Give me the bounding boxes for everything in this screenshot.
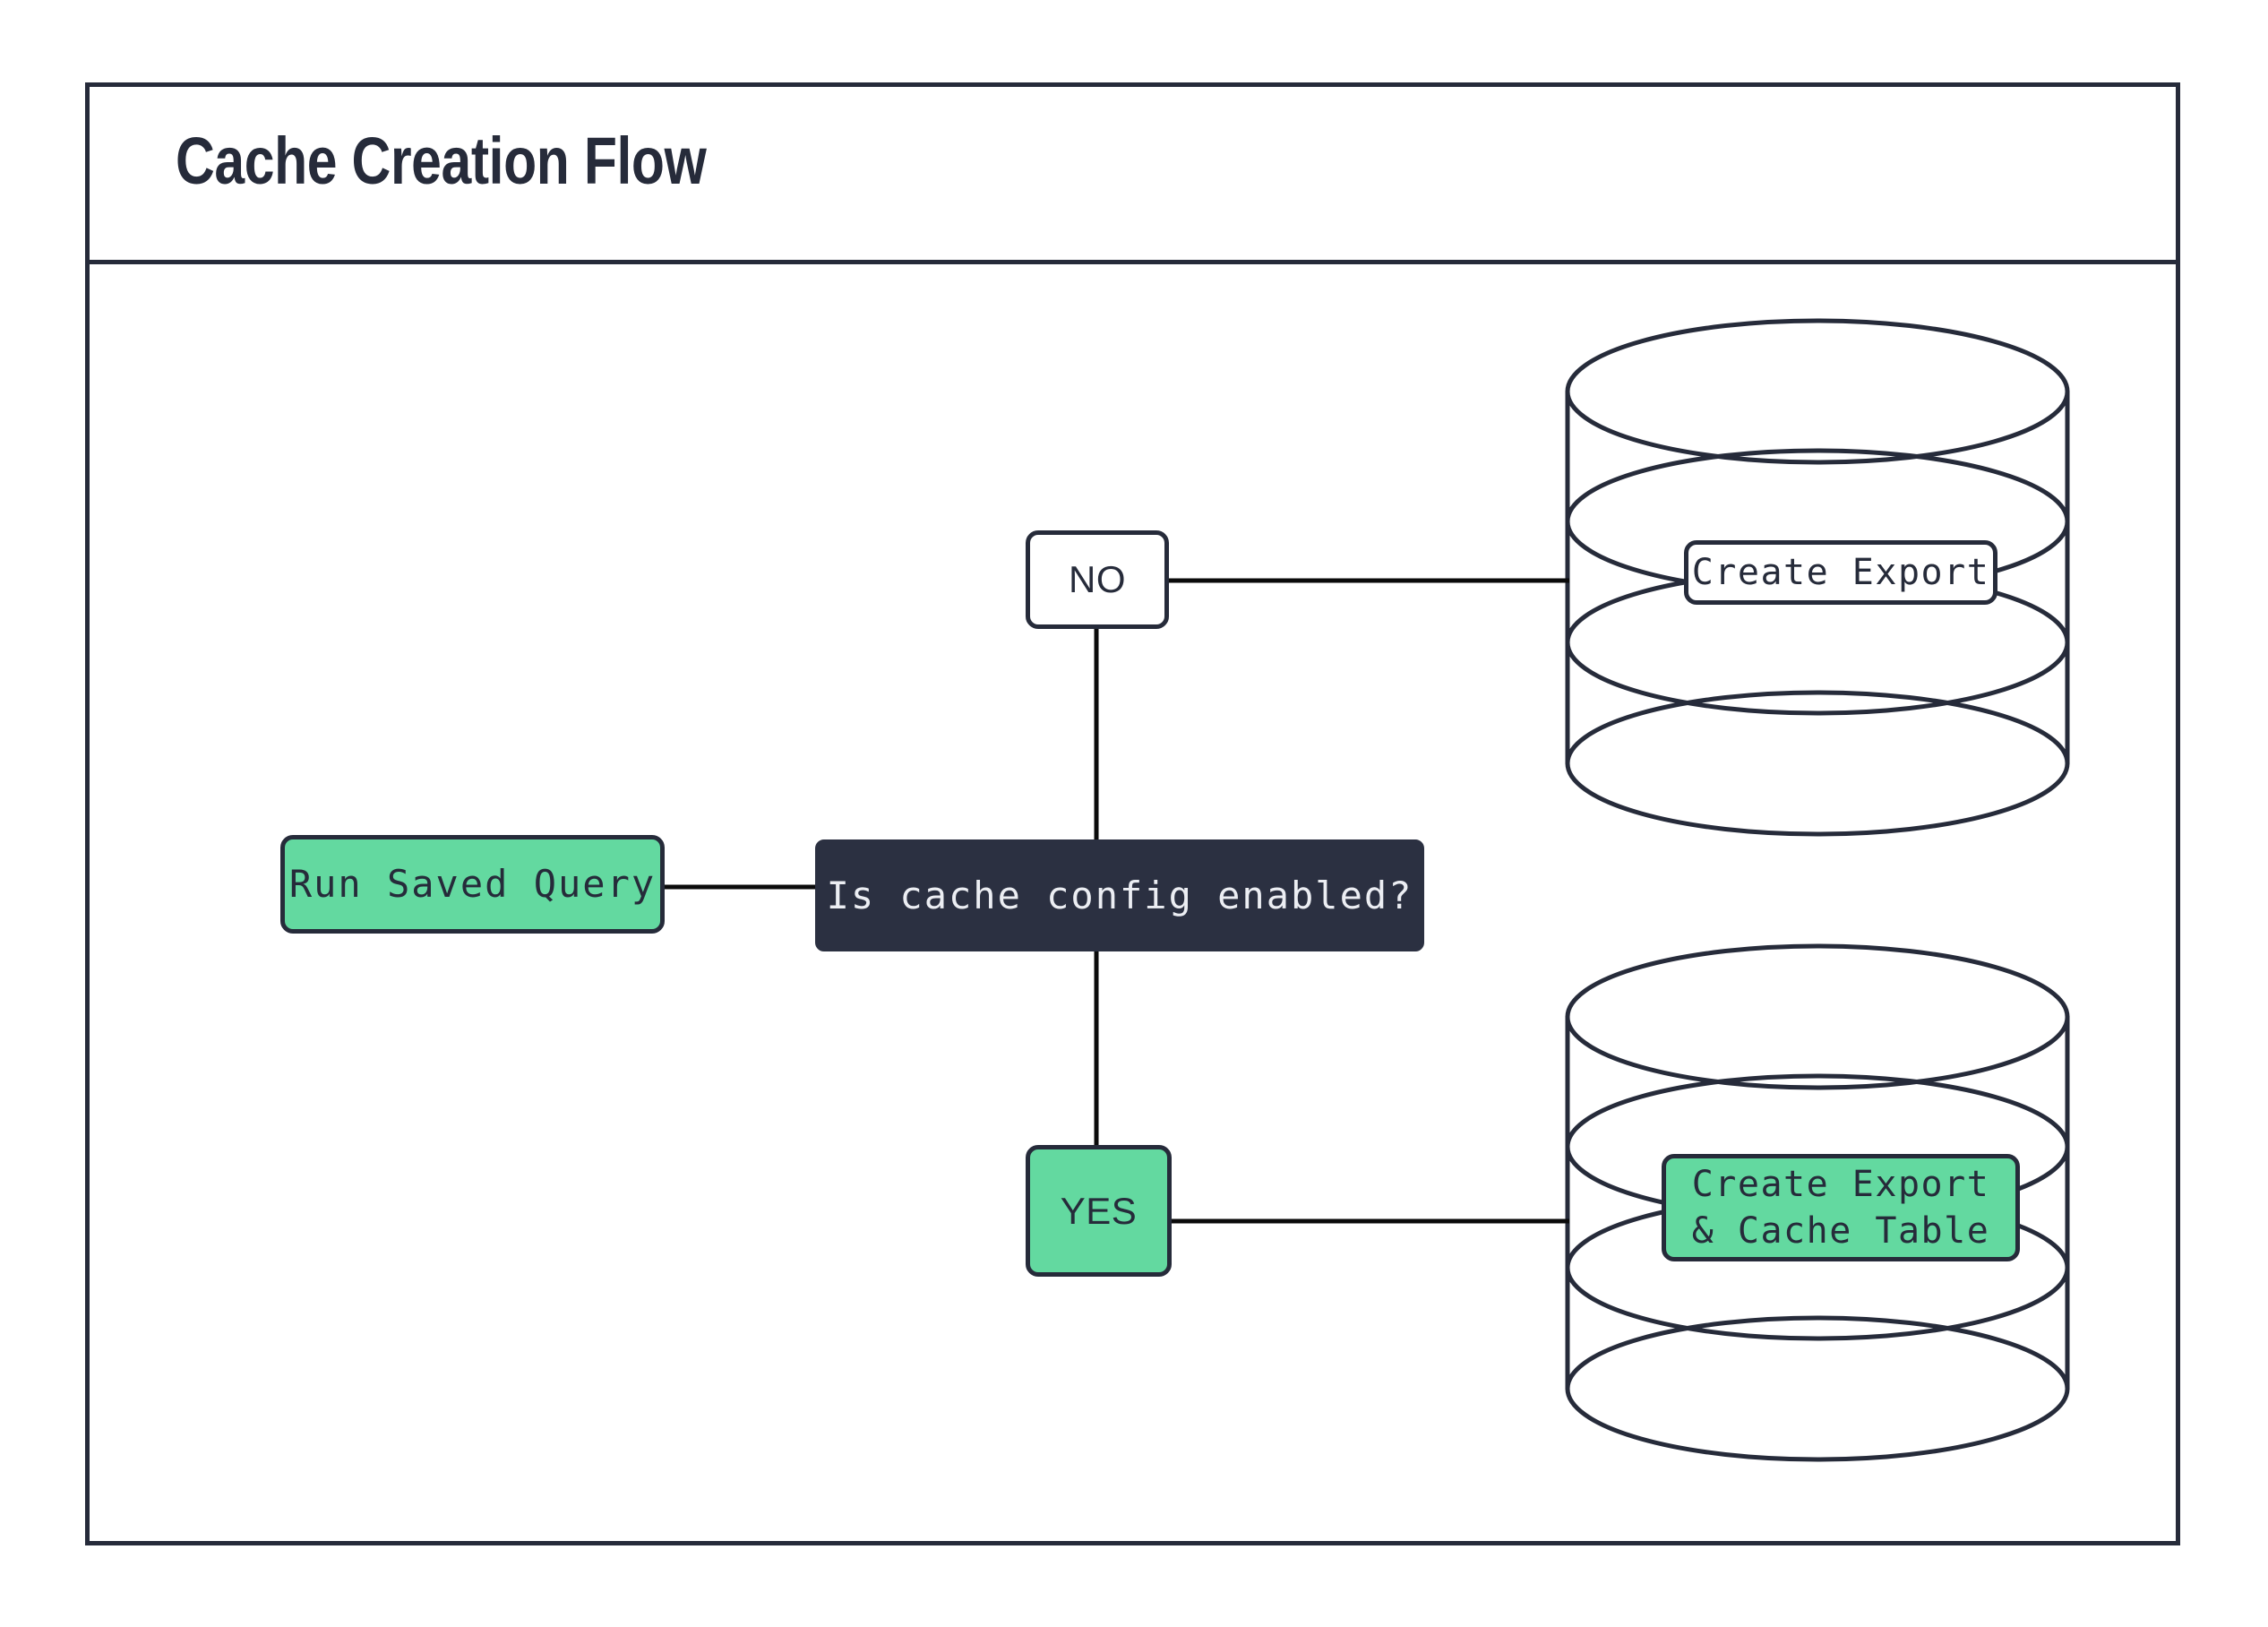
node-db-bottom-label-create-export-cache-table[interactable]: Create Export & Cache Table <box>1662 1154 2020 1261</box>
page-title: Cache Creation Flow <box>176 124 707 198</box>
diagram-frame <box>85 82 2180 1545</box>
node-decision-is-cache-config-enabled[interactable]: Is cache config enabled? <box>815 839 1424 951</box>
node-yes[interactable]: YES <box>1026 1145 1172 1277</box>
node-no[interactable]: NO <box>1026 530 1169 629</box>
node-run-saved-query[interactable]: Run Saved Query <box>280 835 665 934</box>
node-db-top-label-create-export[interactable]: Create Export <box>1684 540 1997 605</box>
